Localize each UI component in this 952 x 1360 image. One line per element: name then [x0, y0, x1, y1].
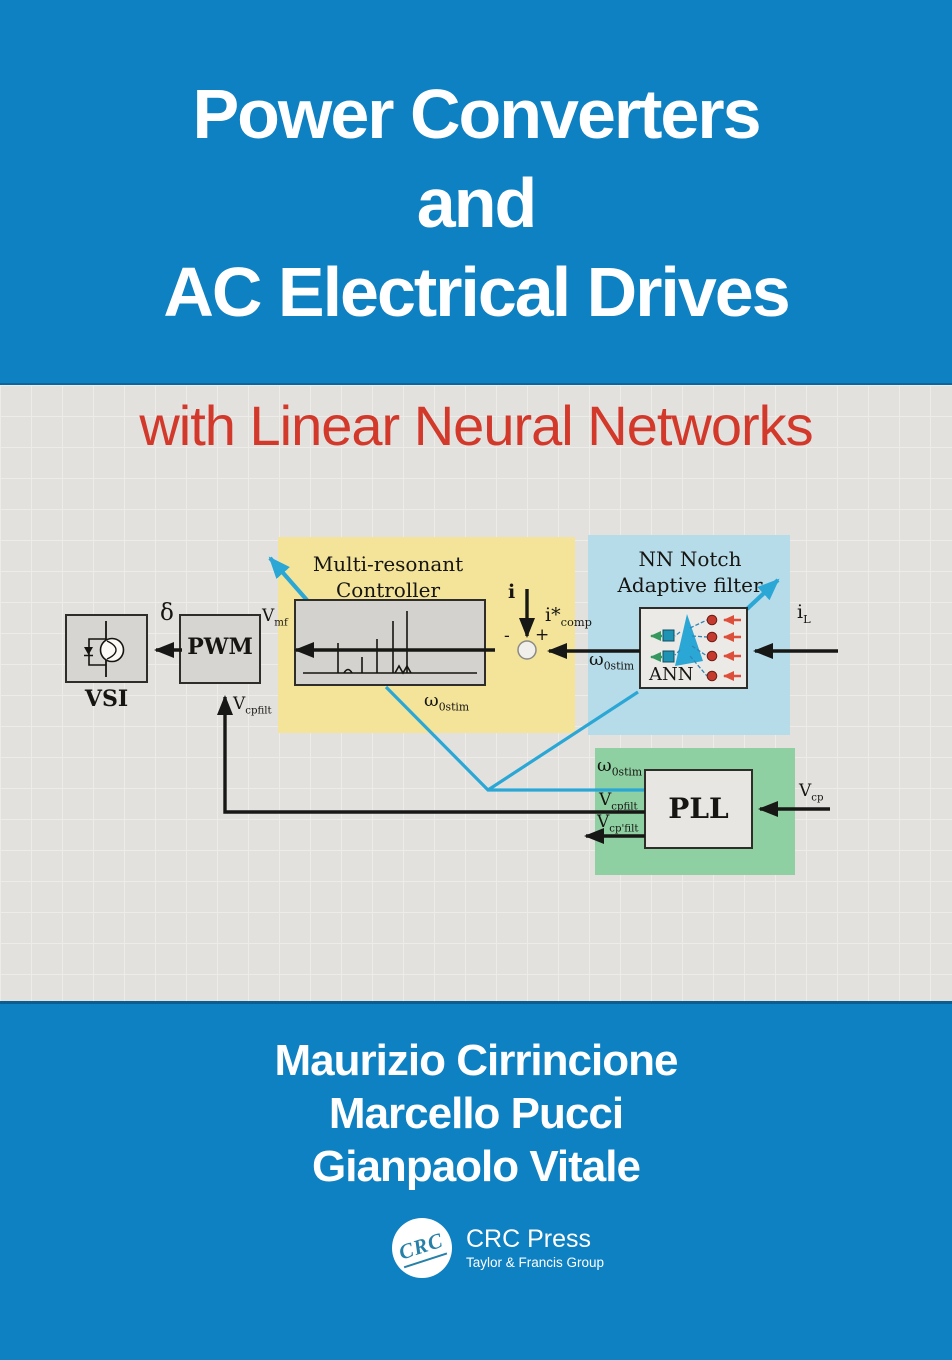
minus-sign: -: [504, 626, 510, 646]
il-label: iL: [797, 601, 811, 626]
omega-pll-label: ω0stim: [597, 755, 643, 779]
vcp-label: Vcp: [799, 781, 824, 804]
crc-logo-icon: CRC: [391, 1218, 452, 1278]
vcpfilt-pwm-label: Vcpfilt: [233, 694, 272, 717]
omega-ann-label: ω0stim: [589, 649, 635, 673]
authors-block: Maurizio Cirrincione Marcello Pucci Gian…: [0, 1034, 952, 1193]
ann-label: ANN: [649, 664, 694, 685]
author-1: Maurizio Cirrincione: [274, 1036, 679, 1085]
title-line-3: AC Electrical Drives: [163, 253, 790, 331]
subtitle: with Linear Neural Networks: [139, 394, 813, 457]
vsi-label: VSI: [84, 686, 129, 712]
publisher-text: CRC Press Taylor & Francis Group: [465, 1225, 605, 1271]
title-line-1: Power Converters: [192, 75, 761, 153]
author-3: Gianpaolo Vitale: [312, 1142, 641, 1191]
title-band: Power Converters and AC Electrical Drive…: [0, 0, 952, 385]
vcpprimefilt-label: Vcp'filt: [597, 812, 639, 835]
title-line-2: and: [416, 164, 537, 242]
publisher-name: CRC Press: [465, 1225, 591, 1253]
publisher-logo: CRC CRC Press Taylor & Francis Group: [22, 1218, 952, 1278]
plus-sign: +: [535, 625, 550, 645]
icomp-label: i*comp: [545, 604, 592, 629]
multiresonant-title: Multi-resonant Controller: [288, 551, 488, 603]
multiresonant-title-line1: Multi-resonant: [312, 552, 464, 576]
omega-mrc-label: ω0stim: [424, 690, 470, 714]
i-ref-label: i: [508, 581, 516, 603]
author-band: [0, 1001, 952, 1360]
pll-label: PLL: [668, 792, 729, 825]
pwm-label: PWM: [187, 634, 253, 660]
publisher-group: Taylor & Francis Group: [465, 1255, 605, 1270]
author-2: Marcello Pucci: [328, 1089, 624, 1138]
delta-label: δ: [160, 600, 174, 626]
nn-notch-title-line1: NN Notch: [638, 547, 742, 571]
vcpfilt-pll-label: Vcpfilt: [599, 790, 638, 813]
vmf-label: Vmf: [262, 606, 288, 629]
nn-notch-title-line2: Adaptive filter: [617, 573, 763, 597]
nn-notch-title: NN Notch Adaptive filter: [595, 546, 785, 598]
multiresonant-title-line2: Controller: [335, 578, 441, 602]
crc-badge-text: CRC: [396, 1227, 448, 1269]
